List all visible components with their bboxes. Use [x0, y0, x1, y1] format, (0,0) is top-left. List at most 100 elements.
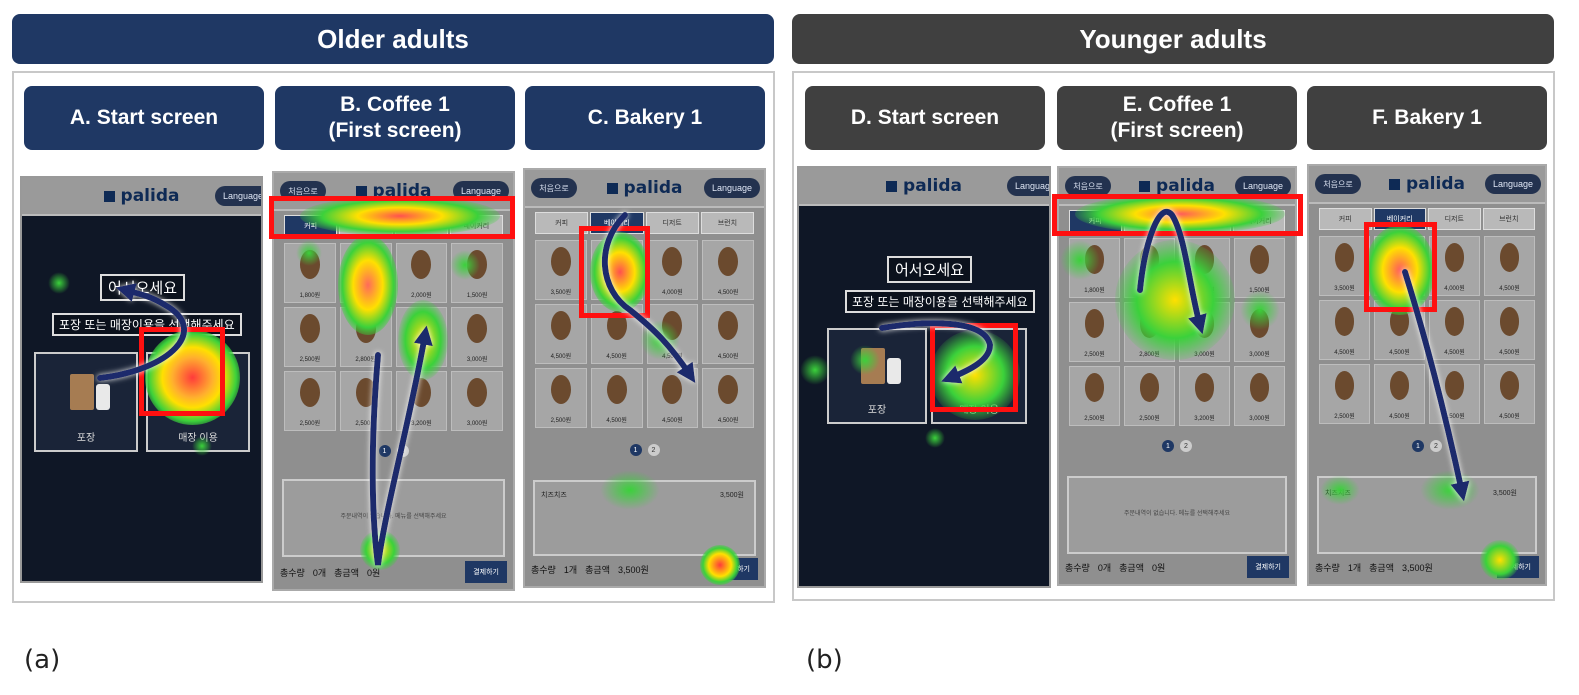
- menu-item[interactable]: 4,500원: [702, 304, 754, 364]
- pay-button[interactable]: 결제하기: [1497, 556, 1539, 578]
- total-qty-label: 총수량: [280, 567, 305, 578]
- language-button[interactable]: Language: [1006, 176, 1049, 196]
- drink-image: [1139, 244, 1160, 274]
- menu-item[interactable]: 2,500원: [1319, 364, 1370, 424]
- panel-a-label: A. Start screen: [24, 86, 264, 150]
- menu-item[interactable]: 4,500원: [1429, 364, 1480, 424]
- menu-item[interactable]: 4,500원: [1374, 364, 1425, 424]
- menu-item[interactable]: 4,500원: [590, 368, 643, 428]
- drink-image: [1194, 244, 1215, 274]
- menu-item[interactable]: 1,500원: [451, 243, 503, 303]
- palida-logo-icon: [1389, 179, 1401, 190]
- order-footer: 총수량 0개 총금액 0원 결제하기: [1065, 554, 1289, 580]
- tab-coffee[interactable]: 커피: [535, 212, 589, 234]
- page-1-button[interactable]: 1: [1412, 440, 1424, 452]
- drink-image: [1139, 308, 1160, 338]
- page-1-button[interactable]: 1: [378, 445, 391, 457]
- tab-coffee[interactable]: 커피: [1319, 208, 1372, 230]
- home-button[interactable]: 처음으로: [1315, 174, 1361, 194]
- menu-item[interactable]: 3,000원: [1234, 302, 1285, 362]
- menu-item[interactable]: 3,500원: [1319, 236, 1370, 296]
- page-2-button[interactable]: 2: [1180, 440, 1192, 452]
- menu-item[interactable]: 2,000원: [1179, 238, 1230, 298]
- pay-button[interactable]: 결제하기: [1247, 556, 1289, 578]
- order-list: 치즈치즈 3,500원: [1317, 476, 1537, 554]
- figure-label-a: (a): [24, 645, 61, 675]
- menu-item[interactable]: 1,800원: [1124, 238, 1175, 298]
- menu-item[interactable]: 3,200원: [395, 371, 448, 431]
- menu-item[interactable]: 3,000원: [451, 371, 503, 431]
- attention-highlight-box: [579, 226, 650, 318]
- drink-image: [467, 377, 488, 407]
- menu-item[interactable]: 2,500원: [1124, 366, 1175, 426]
- younger-adults-banner: Younger adults: [792, 14, 1554, 64]
- page-1-button[interactable]: 1: [629, 444, 642, 456]
- menu-item[interactable]: 4,500원: [702, 368, 754, 428]
- coffee-cup-icon: [887, 358, 901, 384]
- menu-item[interactable]: 4,500원: [1484, 300, 1535, 360]
- language-button[interactable]: Language: [1484, 174, 1541, 194]
- menu-item[interactable]: 3,000원: [451, 307, 503, 367]
- menu-item[interactable]: 3,000원: [395, 307, 448, 367]
- menu-item[interactable]: 1,800원: [339, 243, 392, 303]
- menu-item[interactable]: 4,500원: [646, 304, 699, 364]
- menu-item[interactable]: 2,500원: [284, 371, 336, 431]
- drink-image: [1194, 372, 1215, 402]
- takeout-button[interactable]: 포장: [34, 352, 138, 452]
- palida-logo: palida: [886, 176, 962, 196]
- page-2-button[interactable]: 2: [396, 445, 409, 457]
- menu-item[interactable]: 2,500원: [339, 371, 392, 431]
- welcome-text: 어서오세요: [887, 256, 973, 283]
- total-amt-value: 3,500원: [617, 564, 649, 575]
- pagination: 1 2: [274, 445, 513, 457]
- menu-item[interactable]: 4,500원: [646, 368, 699, 428]
- menu-item[interactable]: 2,500원: [535, 368, 587, 428]
- page-2-button[interactable]: 2: [1430, 440, 1442, 452]
- pastry-image: [606, 374, 627, 404]
- menu-item[interactable]: 3,500원: [535, 240, 587, 300]
- menu-item[interactable]: 2,500원: [1069, 302, 1120, 362]
- drink-image: [1249, 372, 1270, 402]
- tab-dessert[interactable]: 디저트: [1428, 208, 1481, 230]
- language-button[interactable]: Language: [1234, 176, 1291, 196]
- menu-item[interactable]: 4,500원: [1484, 236, 1535, 296]
- menu-item[interactable]: 1,800원: [284, 243, 336, 303]
- menu-item[interactable]: 2,000원: [395, 243, 448, 303]
- pay-button[interactable]: 결제하기: [716, 558, 758, 580]
- menu-item[interactable]: 3,200원: [1179, 366, 1230, 426]
- menu-item[interactable]: 3,000원: [1179, 302, 1230, 362]
- menu-item[interactable]: 4,500원: [1319, 300, 1370, 360]
- tab-brunch[interactable]: 브런치: [700, 212, 754, 234]
- home-button[interactable]: 처음으로: [1065, 176, 1111, 196]
- drink-image: [299, 377, 320, 407]
- menu-item[interactable]: 2,500원: [284, 307, 336, 367]
- kiosk-header: palida Language: [799, 168, 1049, 206]
- page-1-button[interactable]: 1: [1162, 440, 1174, 452]
- menu-item[interactable]: 1,500원: [1234, 238, 1285, 298]
- order-item-price: 3,500원: [1493, 490, 1517, 497]
- menu-item[interactable]: 4,500원: [535, 304, 587, 364]
- drink-image: [467, 249, 488, 279]
- total-qty-value: 1개: [1347, 562, 1362, 573]
- menu-item[interactable]: 2,800원: [1124, 302, 1175, 362]
- menu-item[interactable]: 4,500원: [702, 240, 754, 300]
- language-button[interactable]: Language: [214, 186, 261, 206]
- menu-item[interactable]: 1,800원: [1069, 238, 1120, 298]
- panel-e-label: E. Coffee 1 (First screen): [1057, 86, 1297, 150]
- order-item-name: 치즈치즈: [541, 492, 567, 499]
- tab-brunch[interactable]: 브런치: [1482, 208, 1535, 230]
- language-button[interactable]: Language: [703, 178, 760, 198]
- page-2-button[interactable]: 2: [647, 444, 660, 456]
- home-button[interactable]: 처음으로: [531, 178, 577, 198]
- kiosk-header: palida Language: [22, 178, 261, 216]
- menu-item[interactable]: 2,800원: [339, 307, 392, 367]
- takeout-button[interactable]: 포장: [827, 328, 927, 424]
- menu-item[interactable]: 3,000원: [1234, 366, 1285, 426]
- select-prompt: 포장 또는 매장이용을 선택해주세요: [845, 290, 1035, 313]
- menu-item[interactable]: 4,000원: [646, 240, 699, 300]
- drink-image: [1249, 244, 1270, 274]
- tab-dessert[interactable]: 디저트: [645, 212, 699, 234]
- menu-item[interactable]: 4,500원: [1484, 364, 1535, 424]
- menu-item[interactable]: 2,500원: [1069, 366, 1120, 426]
- pay-button[interactable]: 결제하기: [465, 561, 507, 583]
